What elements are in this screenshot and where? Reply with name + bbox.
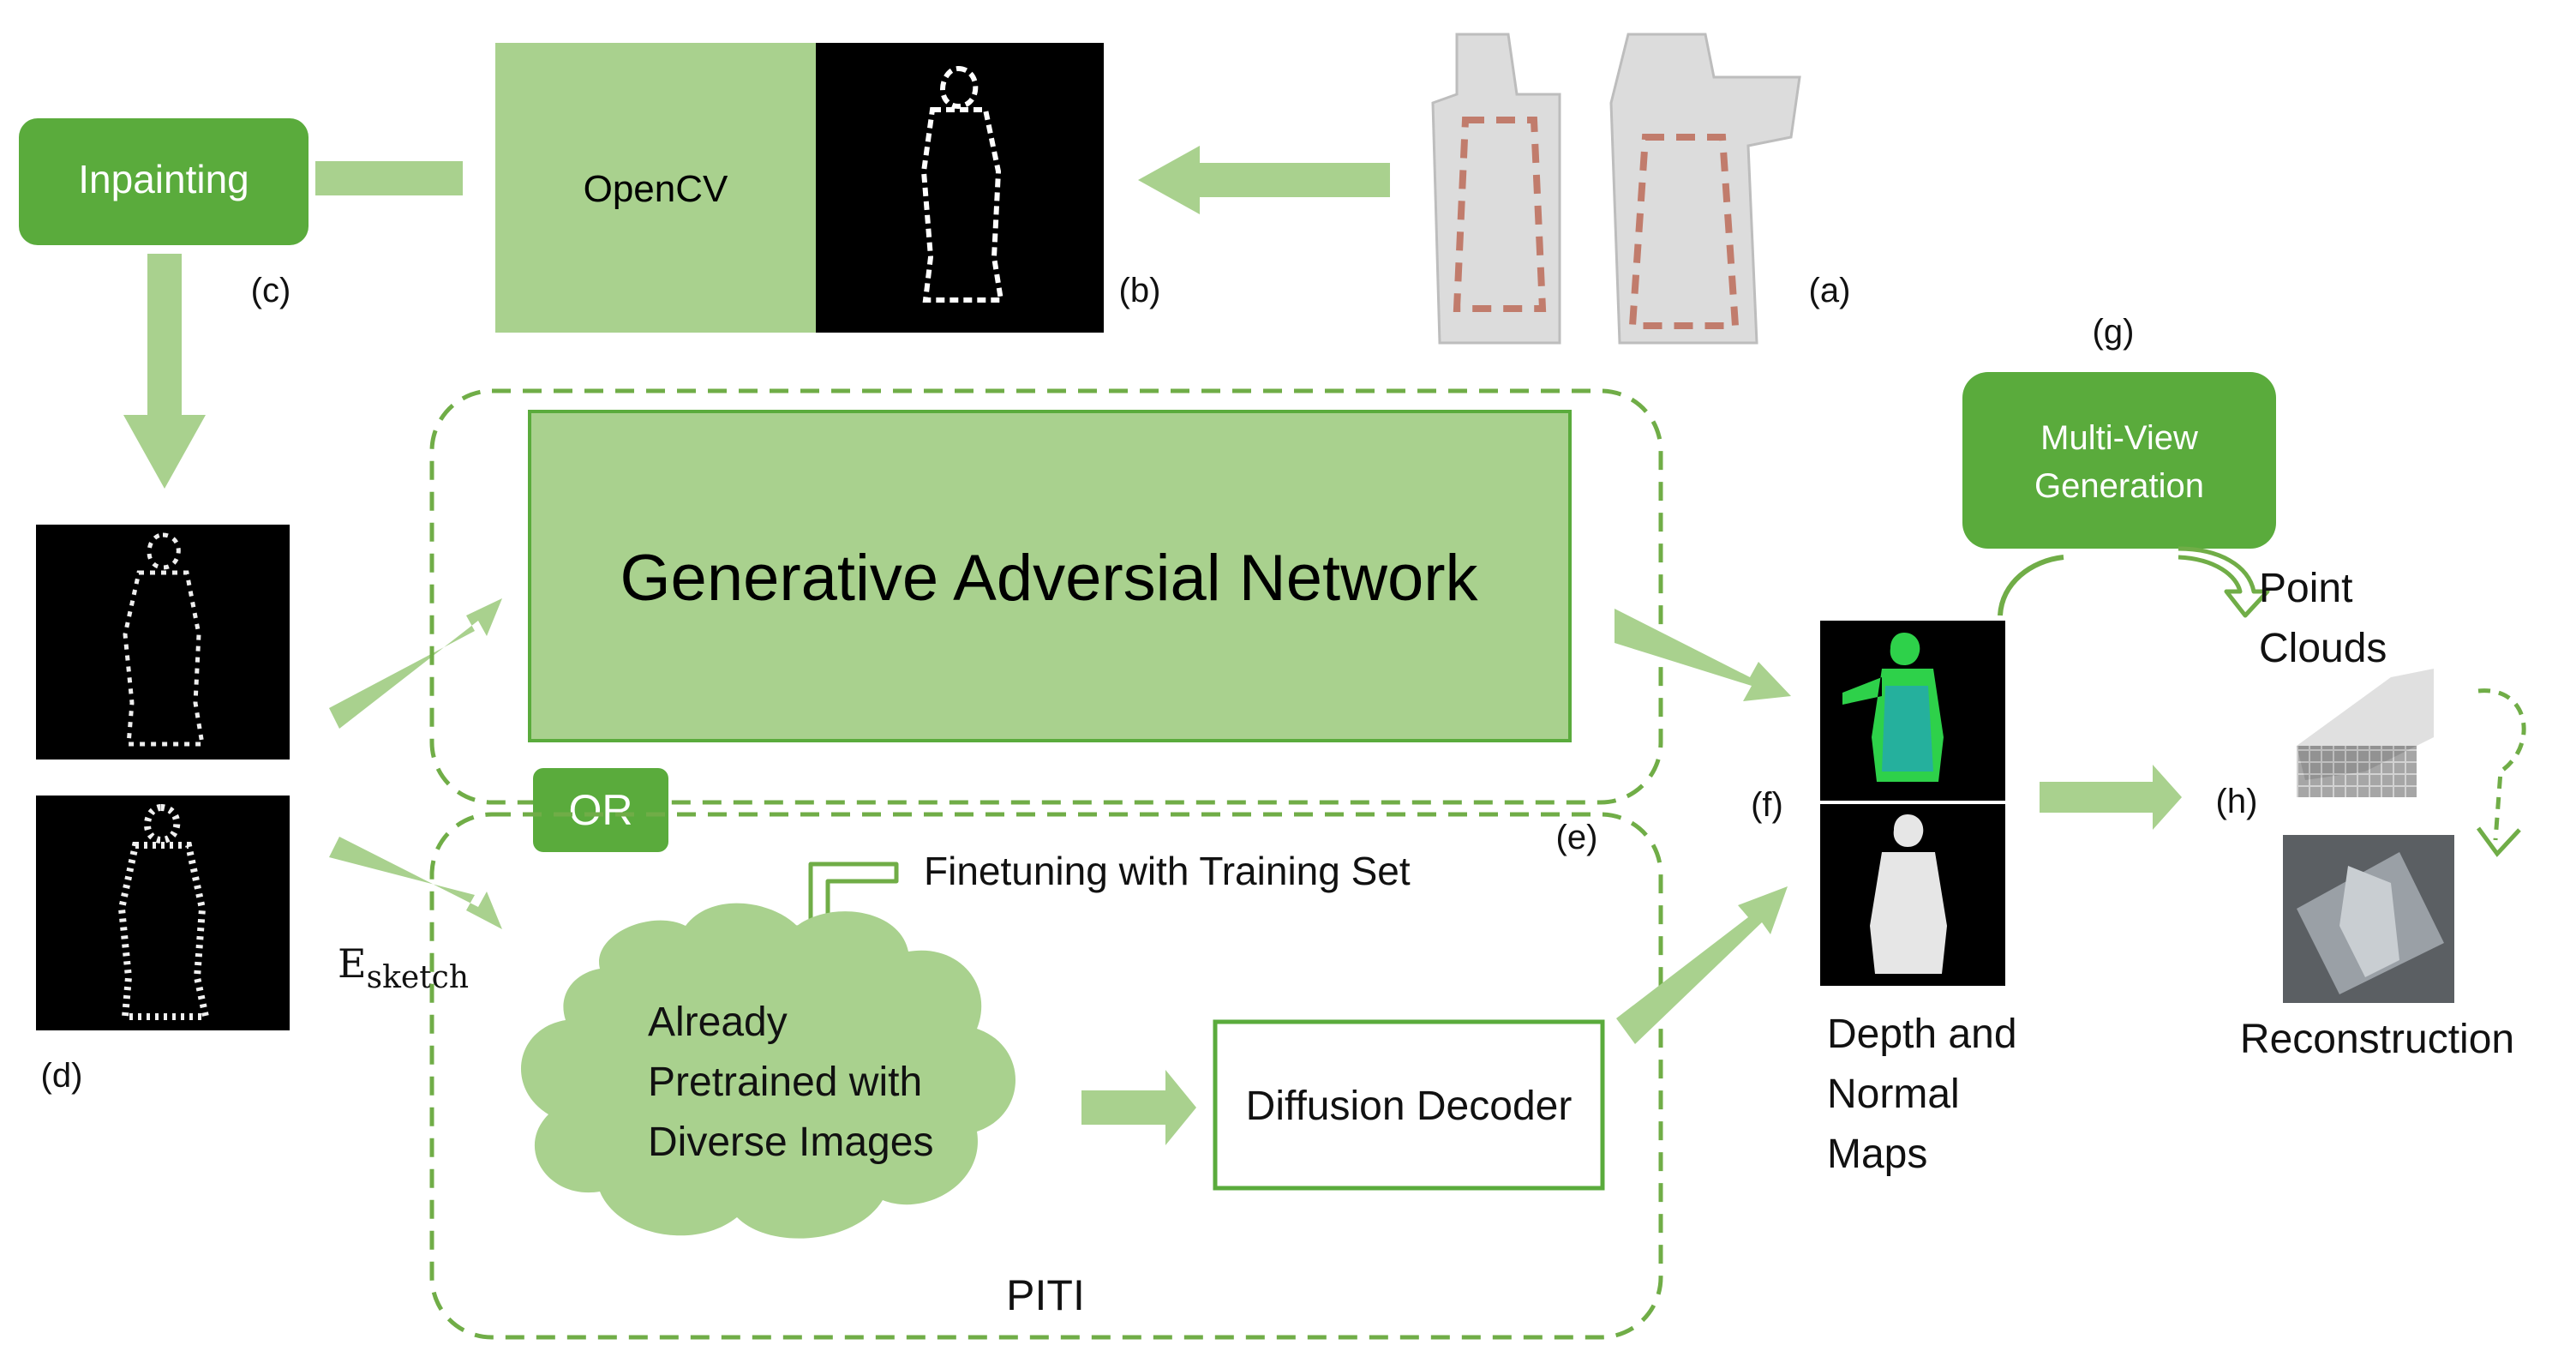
pointclouds-line-1: Point xyxy=(2259,566,2352,611)
label-f: (f) xyxy=(1751,786,1783,824)
arrow-maps-to-h xyxy=(2040,765,2182,830)
label-a: (a) xyxy=(1809,272,1851,309)
gan-label: Generative Adversial Network xyxy=(620,542,1478,615)
multiview-curve-arrow-left xyxy=(1998,555,2064,616)
decoder-label: Diffusion Decoder xyxy=(1246,1084,1573,1129)
pointclouds-line-2: Clouds xyxy=(2259,626,2387,671)
label-g: (g) xyxy=(2093,313,2135,351)
normal-map-icon xyxy=(1820,621,2005,801)
label-e: (e) xyxy=(1556,819,1598,856)
multiview-curve-arrow-right xyxy=(2178,546,2270,618)
statue-sketch-icon xyxy=(816,43,1104,333)
dashed-loop-arrowhead xyxy=(2476,826,2521,857)
maps-line-2: Normal xyxy=(1827,1072,1960,1117)
reconstruction-label: Reconstruction xyxy=(2240,1017,2514,1062)
multiview-line-1: Multi-View xyxy=(2040,419,2198,457)
statue-photo-icon xyxy=(1431,33,1801,345)
statue-sketch-icon xyxy=(36,525,290,760)
maps-line-3: Maps xyxy=(1827,1132,1927,1177)
arrow-sketch-to-piti xyxy=(329,837,502,929)
piti-region xyxy=(429,812,1663,1340)
piti-label: PITI xyxy=(1006,1271,1085,1319)
arrow-cloud-to-decoder xyxy=(1081,1070,1196,1145)
mesh-render-icon xyxy=(2283,835,2454,1003)
arrow-photos-to-opencv xyxy=(1138,146,1390,214)
inpainting-box: Inpainting xyxy=(19,118,309,245)
or-badge: OR xyxy=(533,768,668,852)
finetune-label: Finetuning with Training Set xyxy=(924,849,1411,893)
arrow-gan-to-maps xyxy=(1614,609,1791,701)
cloud-line-1: Already xyxy=(648,1000,788,1045)
arrow-sketch-to-gan xyxy=(329,598,502,729)
label-c: (c) xyxy=(251,272,291,309)
gan-region xyxy=(429,388,1663,805)
statue-sketch-icon xyxy=(36,796,290,1030)
depth-map-icon xyxy=(1820,804,2005,986)
multiview-box: Multi-View Generation xyxy=(1962,372,2276,549)
or-label: OR xyxy=(569,786,633,834)
arrow-decoder-to-maps xyxy=(1616,886,1788,1044)
esketch-label: Esketch xyxy=(338,940,469,995)
opencv-box: OpenCV xyxy=(495,43,816,333)
diffusion-decoder-box: Diffusion Decoder xyxy=(1213,1019,1605,1191)
multiview-line-2: Generation xyxy=(2034,467,2204,505)
dashed-loop-arrow xyxy=(2477,688,2526,841)
connector-bar xyxy=(315,161,463,195)
maps-line-1: Depth and xyxy=(1827,1012,2017,1057)
label-h: (h) xyxy=(2216,783,2258,820)
cloud-line-2: Pretrained with xyxy=(648,1060,922,1105)
point-cloud-icon xyxy=(2297,669,2434,797)
gan-box: Generative Adversial Network xyxy=(528,410,1572,742)
cloud-line-3: Diverse Images xyxy=(648,1120,933,1165)
arrow-inpainting-down xyxy=(123,254,206,489)
opencv-label: OpenCV xyxy=(584,168,728,210)
pretrained-cloud: Already Pretrained with Diverse Images xyxy=(520,903,1015,1239)
inpainting-label: Inpainting xyxy=(78,157,249,201)
label-b: (b) xyxy=(1119,272,1161,309)
label-d: (d) xyxy=(41,1057,83,1095)
